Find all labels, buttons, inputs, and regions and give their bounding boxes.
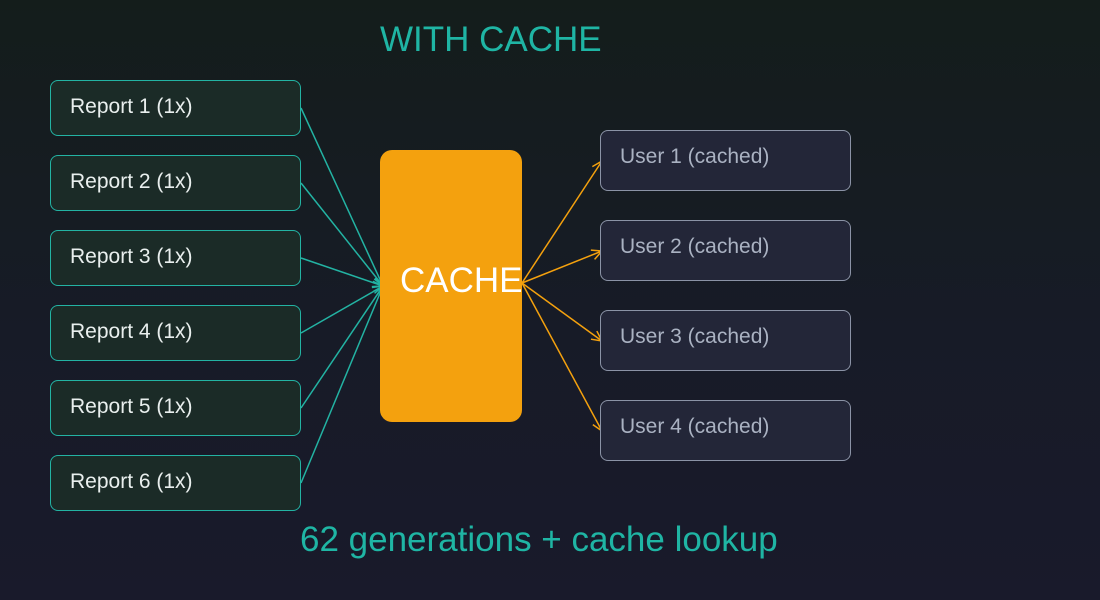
arrow-report-1-to-cache <box>300 107 383 286</box>
arrow-cache-to-user-2 <box>521 251 602 284</box>
diagram-title: WITH CACHE <box>380 20 602 59</box>
arrow-report-2-to-cache <box>300 182 383 286</box>
report-node-1: Report 1 (1x) <box>50 80 301 136</box>
cache-node <box>380 150 522 422</box>
report-node-4: Report 4 (1x) <box>50 305 301 361</box>
user-node-1: User 1 (cached) <box>600 130 851 191</box>
report-node-5: Report 5 (1x) <box>50 380 301 436</box>
cache-label: CACHE <box>400 261 523 300</box>
arrow-report-3-to-cache <box>300 257 383 286</box>
user-node-2: User 2 (cached) <box>600 220 851 281</box>
report-node-6: Report 6 (1x) <box>50 455 301 511</box>
user-node-4: User 4 (cached) <box>600 400 851 461</box>
arrow-cache-to-user-4 <box>521 282 602 431</box>
user-node-3: User 3 (cached) <box>600 310 851 371</box>
report-node-3: Report 3 (1x) <box>50 230 301 286</box>
report-node-2: Report 2 (1x) <box>50 155 301 211</box>
report-to-cache-arrows <box>300 107 383 484</box>
summary-caption: 62 generations + cache lookup <box>300 520 778 559</box>
arrow-cache-to-user-3 <box>521 282 602 341</box>
cache-to-user-arrows <box>521 161 602 431</box>
arrow-cache-to-user-1 <box>521 161 602 284</box>
arrow-report-5-to-cache <box>300 286 383 409</box>
arrow-report-4-to-cache <box>300 286 383 334</box>
arrow-report-6-to-cache <box>300 286 383 484</box>
